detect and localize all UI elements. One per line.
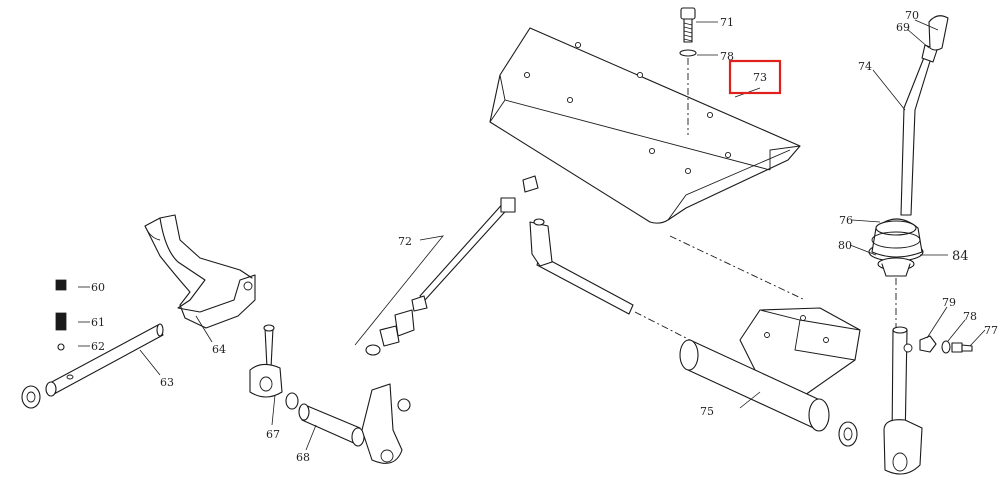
label-73: 73	[753, 71, 767, 84]
label-71: 71	[720, 16, 734, 29]
label-63: 63	[160, 376, 174, 389]
part-61-spring	[55, 312, 67, 331]
part-70-knob	[928, 15, 949, 51]
part-76-80-84-boot	[868, 218, 924, 277]
part-64-shift-fork	[144, 214, 256, 329]
axis-line-bracket	[669, 235, 806, 301]
part-75-bracket	[739, 307, 861, 396]
part-63-shaft	[21, 323, 164, 409]
label-80: 80	[838, 239, 852, 252]
part-73-plate	[489, 27, 801, 224]
axis-line-crank	[634, 311, 691, 341]
part-71-bolt	[680, 7, 696, 43]
label-78-right: 78	[963, 310, 977, 323]
label-62: 62	[91, 340, 105, 353]
label-77: 77	[984, 324, 998, 337]
label-74: 74	[858, 60, 872, 73]
label-78-top: 78	[720, 50, 734, 63]
lower-lever-rod	[883, 326, 923, 475]
label-64: 64	[212, 343, 226, 356]
part-78-washer	[941, 340, 951, 354]
label-61: 61	[91, 316, 105, 329]
label-79: 79	[942, 296, 956, 309]
part-79-nut	[919, 335, 937, 353]
label-67: 67	[266, 428, 280, 441]
part-78-washer-top	[679, 49, 697, 57]
part-74-gear-lever	[900, 54, 932, 216]
part-67-lever-arm	[249, 324, 299, 410]
part-77-bolt	[951, 342, 973, 353]
crank-rod	[529, 218, 634, 315]
part-72-linkage	[365, 175, 539, 356]
label-72: 72	[398, 235, 412, 248]
label-70: 70	[905, 9, 919, 22]
part-75-rod	[679, 339, 858, 447]
label-69: 69	[896, 21, 910, 34]
label-75: 75	[700, 405, 714, 418]
label-60: 60	[91, 281, 105, 294]
part-60-set-screw	[55, 279, 67, 291]
highlight-box-73	[728, 59, 782, 95]
part-68-shaft-lever	[298, 383, 411, 464]
label-84: 84	[952, 249, 969, 264]
label-68: 68	[296, 451, 310, 464]
label-76: 76	[839, 214, 853, 227]
part-62-ball	[57, 343, 65, 351]
